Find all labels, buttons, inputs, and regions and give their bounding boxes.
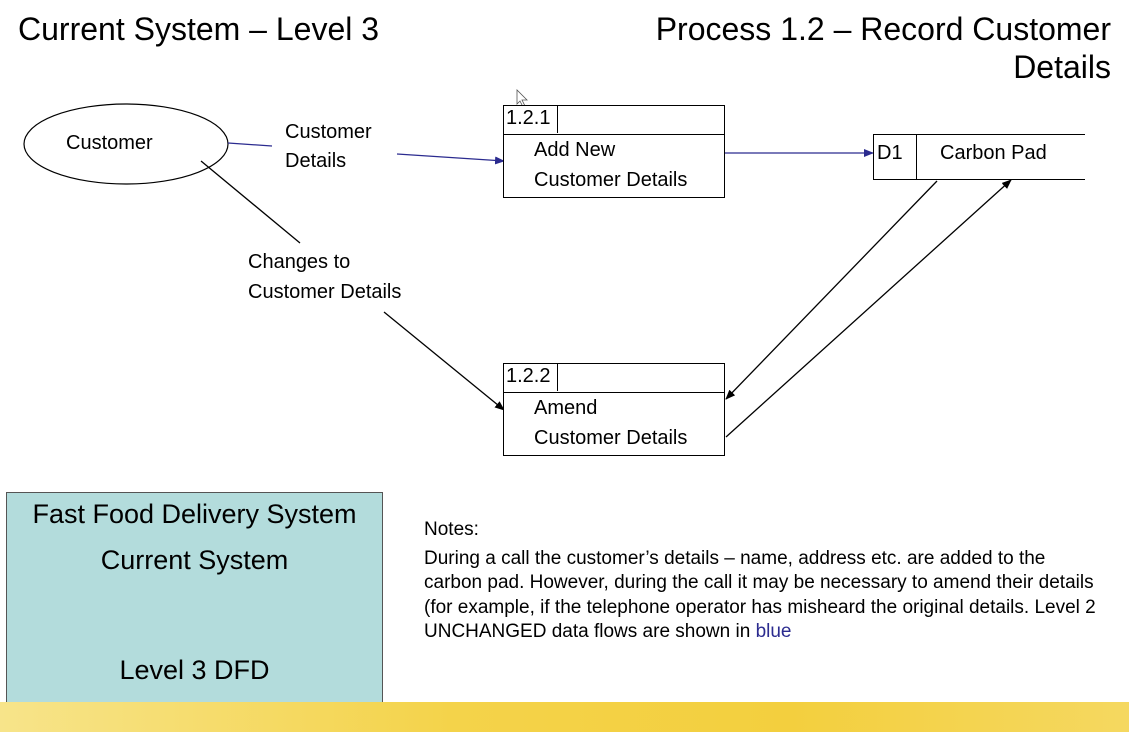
customer-entity-label: Customer [66,132,153,154]
flow-changes-arrow [383,311,505,411]
process-1-2-1: 1.2.1 Add New Customer Details [503,105,725,198]
flow-label-changes-line1: Changes to [248,251,351,273]
datastore-id: D1 [874,135,917,179]
notes-blue-word: blue [755,621,792,642]
flow-customer-details-arrow [396,153,505,165]
notes-body-wrap: During a call the customer’s details – n… [424,547,1104,645]
legend-system-type: Current System [100,545,289,575]
flow-changes-line-a [200,160,301,244]
notes-body: During a call the customer’s details – n… [424,547,1096,643]
process-id: 1.2.2 [506,364,558,391]
legend-system-name: Fast Food Delivery System [32,499,357,529]
diagram-legend-box: Fast Food Delivery System Current System… [6,492,383,705]
footer-bar [0,702,1129,732]
page-title-right: Process 1.2 – Record Customer Details [655,11,1111,85]
flow-label-customer-details: Customer Details [285,121,372,172]
legend-level: Level 3 DFD [119,655,270,685]
notes-panel: Notes: During a call the customer’s deta… [424,518,1104,645]
page-title-left: Current System – Level 3 [18,11,380,47]
notes-heading: Notes: [424,519,479,540]
process-1-2-2: 1.2.2 Amend Customer Details [503,363,725,456]
process-name-line1: Add New [534,139,616,161]
datastore-d1: D1 Carbon Pad [873,134,1085,180]
process-name-line2: Customer Details [534,427,688,449]
datastore-name: Carbon Pad [940,142,1047,164]
process-name-line2: Customer Details [534,169,688,191]
flow-amend-to-store-arrow [725,179,1012,438]
process-name-line1: Amend [534,397,598,419]
flow-store-to-amend-arrow [725,180,938,400]
process-id: 1.2.1 [506,106,558,133]
customer-entity-shape [23,103,229,185]
flow-customer-details-line-a [227,142,273,147]
flow-label-changes-line2: Customer Details [248,281,402,303]
